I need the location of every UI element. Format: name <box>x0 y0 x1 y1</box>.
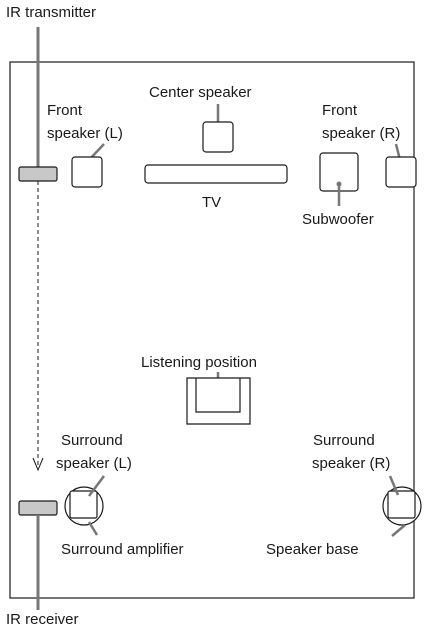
listening-position-label: Listening position <box>141 354 257 371</box>
surround-speaker-l-label-line2: speaker (L) <box>56 455 132 472</box>
surround-amplifier-leader <box>87 521 99 536</box>
front-speaker-l-label-line1: Front <box>47 102 83 119</box>
surround-amplifier-label: Surround amplifier <box>61 541 184 558</box>
front-speaker-r-label-line2: speaker (R) <box>322 125 400 142</box>
speaker-base-label: Speaker base <box>266 541 359 558</box>
ir-receiver-label: IR receiver <box>6 611 79 628</box>
subwoofer-label: Subwoofer <box>302 211 374 228</box>
ir-transmitter-label: IR transmitter <box>6 4 96 21</box>
ir-signal-arrow <box>32 457 44 472</box>
surround-speaker-l-leader <box>88 475 105 497</box>
surround-speaker-r <box>387 490 416 519</box>
speaker-base-leader <box>391 524 406 537</box>
center-speaker <box>202 121 234 153</box>
center-speaker-label: Center speaker <box>149 84 252 101</box>
surround-speaker-l <box>69 490 98 519</box>
listening-chair-seat <box>195 378 241 413</box>
room-outline <box>9 61 415 599</box>
subwoofer-leader-dot <box>336 181 342 187</box>
front-speaker-l-label-line2: speaker (L) <box>47 125 123 142</box>
front-speaker-r-label-line1: Front <box>322 102 358 119</box>
ir-transmitter <box>18 166 58 182</box>
front-speaker-l <box>71 156 103 188</box>
surround-speaker-r-label-line2: speaker (R) <box>312 455 390 472</box>
front-speaker-r <box>385 156 417 188</box>
tv-label: TV <box>202 194 221 211</box>
ir-receiver <box>18 500 58 516</box>
surround-speaker-l-label-line1: Surround <box>61 432 123 449</box>
tv <box>144 164 288 184</box>
surround-speaker-r-leader <box>388 475 400 496</box>
surround-speaker-r-label-line1: Surround <box>313 432 375 449</box>
